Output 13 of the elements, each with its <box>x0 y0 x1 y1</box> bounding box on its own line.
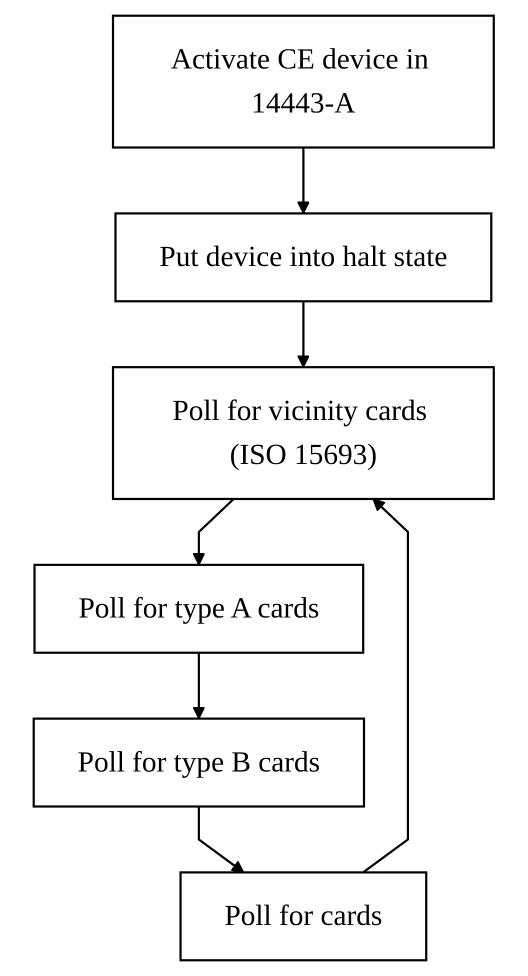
flowchart: Activate CE device in 14443-A Put device into halt state Poll for vicinity cards (ISO 15693) Poll for type A cards Poll for type B cards Poll for cards <box>22 4 506 972</box>
arrow <box>362 498 410 874</box>
arrow <box>297 148 310 214</box>
arrow <box>192 498 235 566</box>
node-box <box>112 14 496 149</box>
arrow <box>192 652 206 720</box>
arrow <box>198 806 244 873</box>
node-box <box>32 718 366 808</box>
node-box <box>180 871 428 962</box>
node-box <box>34 564 365 654</box>
arrow <box>297 301 310 368</box>
node-box <box>112 366 496 500</box>
node-box <box>114 212 493 302</box>
